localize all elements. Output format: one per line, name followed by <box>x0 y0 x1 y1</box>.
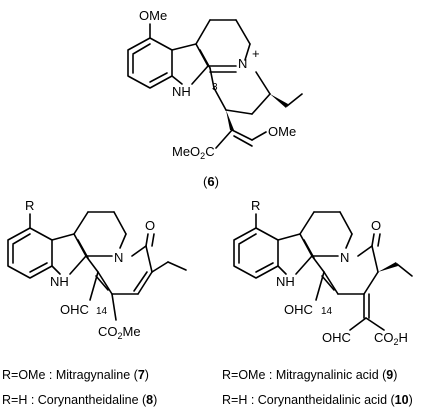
compound-6-ester: MeO2C <box>172 144 215 161</box>
right-side-aldehyde: OHC <box>322 330 351 345</box>
left-indole-nh: NH <box>50 274 69 289</box>
right-indole-nh: NH <box>276 274 295 289</box>
left-r-group: R <box>25 198 34 213</box>
legend-corynantheidalinic-acid: R=H : Corynantheidalinic acid (10) <box>222 393 413 407</box>
compound-6-indole-nh: NH <box>172 84 191 99</box>
left-structure <box>7 211 187 321</box>
legend-mitragynaline: R=OMe : Mitragynaline (7) <box>2 368 149 382</box>
left-aldehyde: OHC <box>60 302 89 317</box>
compound-6-enol-ether: OMe <box>268 124 296 139</box>
compound-6-position-3: 3 <box>212 82 218 93</box>
right-nitrogen: N <box>340 250 349 265</box>
left-ester: CO2Me <box>98 324 141 341</box>
left-nitrogen: N <box>114 250 123 265</box>
left-carbonyl-oxygen: O <box>145 218 155 233</box>
legend-corynantheidaline: R=H : Corynantheidaline (8) <box>2 393 158 407</box>
right-position-14: 14 <box>321 306 333 317</box>
compound-6-charge: + <box>252 46 260 61</box>
right-acid: CO2H <box>374 330 408 347</box>
right-carbonyl-oxygen: O <box>371 218 381 233</box>
right-structure <box>233 211 413 331</box>
right-aldehyde: OHC <box>284 302 313 317</box>
compound-6-structure <box>127 19 303 149</box>
right-r-group: R <box>251 198 260 213</box>
compound-6-nitrogen: N <box>238 56 247 71</box>
compound-6-label: (6) <box>203 174 219 189</box>
left-position-14: 14 <box>96 306 108 317</box>
legend-mitragynalinic-acid: R=OMe : Mitragynalinic acid (9) <box>222 368 398 382</box>
compound-6-methoxy: OMe <box>139 8 167 23</box>
